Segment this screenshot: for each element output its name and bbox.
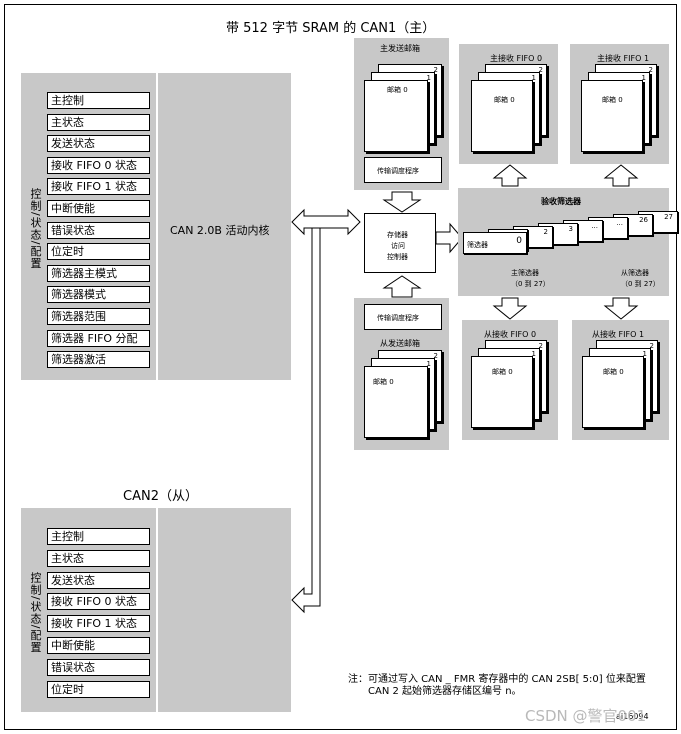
can1-control-label: 控制/状态/配置 xyxy=(29,188,42,270)
master-tx-down-arrow xyxy=(382,191,422,213)
slave-rx-fifo1-title: 从接收 FIFO 1 xyxy=(592,330,645,339)
can1-register-1: 主状态 xyxy=(47,113,150,131)
can2-register-7: 位定时 xyxy=(47,680,150,698)
can1-register-6: 错误状态 xyxy=(47,221,150,239)
master-filter-label: 主筛选器 xyxy=(511,269,539,277)
master-rx-fifo0-title: 主接收 FIFO 0 xyxy=(490,54,543,63)
acceptance-filter-title: 验收筛选器 xyxy=(541,197,581,206)
can2-register-3: 接收 FIFO 0 状态 xyxy=(47,593,150,611)
can1-title: 带 512 字节 SRAM 的 CAN1（主） xyxy=(226,21,436,36)
filter-to-master-fifo1-arrow xyxy=(603,164,639,187)
master-filter-range: （0 到 27） xyxy=(511,280,550,288)
slave-rx1-mailbox-0: 邮箱 0 xyxy=(582,356,644,428)
can1-register-8: 筛选器主模式 xyxy=(47,264,150,282)
can1-register-3: 接收 FIFO 0 状态 xyxy=(47,156,150,174)
filter-number-0: 0 xyxy=(516,236,522,246)
filter-label: 筛选器 xyxy=(467,241,488,249)
can1-register-12: 筛选器激活 xyxy=(47,351,150,369)
diagram-frame xyxy=(4,4,677,730)
can1-register-10: 筛选器范围 xyxy=(47,308,150,325)
slave-rx0-mailbox-0: 邮箱 0 xyxy=(471,356,533,428)
filter-number-3: 3 xyxy=(568,225,573,233)
slave-filter-range: （0 到 27） xyxy=(621,280,660,288)
memory-access-controller: 存储器 访问 控制器 xyxy=(364,213,436,273)
filter-to-master-fifo0-arrow xyxy=(492,164,528,187)
can2-control-label: 控制/状态/配置 xyxy=(29,572,42,654)
core-to-memory-arrow xyxy=(291,208,361,236)
master-tx-title: 主发送邮箱 xyxy=(380,44,420,53)
can2-register-0: 主控制 xyxy=(47,528,150,545)
note-line-2: CAN 2 起始筛选器存储区编号 n。 xyxy=(368,686,522,697)
can1-register-0: 主控制 xyxy=(47,92,150,109)
memory-to-filters-arrow xyxy=(435,222,463,254)
can2-register-2: 发送状态 xyxy=(47,571,150,589)
can2-register-4: 接收 FIFO 1 状态 xyxy=(47,615,150,633)
csdn-watermark: CSDN @警官001 xyxy=(525,707,647,725)
can1-core-panel xyxy=(158,73,291,380)
master-tx-scheduler: 传输调度程序 xyxy=(364,157,442,183)
can1-register-7: 位定时 xyxy=(47,243,150,261)
slave-tx-scheduler: 传输调度程序 xyxy=(364,304,442,330)
filter-number-5: ... xyxy=(616,219,623,227)
slave-tx-up-arrow xyxy=(382,275,422,298)
slave-rx-fifo0-title: 从接收 FIFO 0 xyxy=(484,330,537,339)
can1-core-label: CAN 2.0B 活动内核 xyxy=(170,224,270,237)
can1-register-4: 接收 FIFO 1 状态 xyxy=(47,178,150,196)
slave-tx-mailbox-0: 邮箱 0 xyxy=(364,366,428,438)
filter-to-slave-fifo0-arrow xyxy=(492,297,528,320)
master-rx-fifo1-title: 主接收 FIFO 1 xyxy=(597,54,650,63)
can2-core-panel xyxy=(158,508,291,712)
can1-register-11: 筛选器 FIFO 分配 xyxy=(47,329,150,347)
can2-register-6: 错误状态 xyxy=(47,658,150,676)
filter-box-0: 筛选器 0 xyxy=(463,232,527,254)
note-line-1: 注：可通过写入 CAN _ FMR 寄存器中的 CAN 2SB[ 5:0] 位来… xyxy=(348,674,646,685)
filter-number-7: 27 xyxy=(664,213,673,221)
master-tx-mailbox-0: 邮箱 0 xyxy=(364,80,428,152)
can1-register-5: 中断使能 xyxy=(47,200,150,217)
can2-title: CAN2（从） xyxy=(123,489,198,504)
can2-register-5: 中断使能 xyxy=(47,637,150,654)
filter-number-2: 2 xyxy=(543,228,548,236)
can1-register-9: 筛选器模式 xyxy=(47,286,150,304)
figure-id: ai16094 xyxy=(616,712,649,721)
slave-tx-title: 从发送邮箱 xyxy=(380,339,420,348)
master-rx1-mailbox-0: 邮箱 0 xyxy=(581,80,643,152)
slave-filter-label: 从筛选器 xyxy=(621,269,649,277)
can1-register-2: 发送状态 xyxy=(47,135,150,153)
can2-register-1: 主状态 xyxy=(47,549,150,567)
filter-number-6: 26 xyxy=(639,216,648,224)
can2-link-arrow xyxy=(291,227,321,614)
filter-number-4: ... xyxy=(591,222,598,230)
master-rx0-mailbox-0: 邮箱 0 xyxy=(471,80,533,152)
filter-to-slave-fifo1-arrow xyxy=(603,297,639,320)
